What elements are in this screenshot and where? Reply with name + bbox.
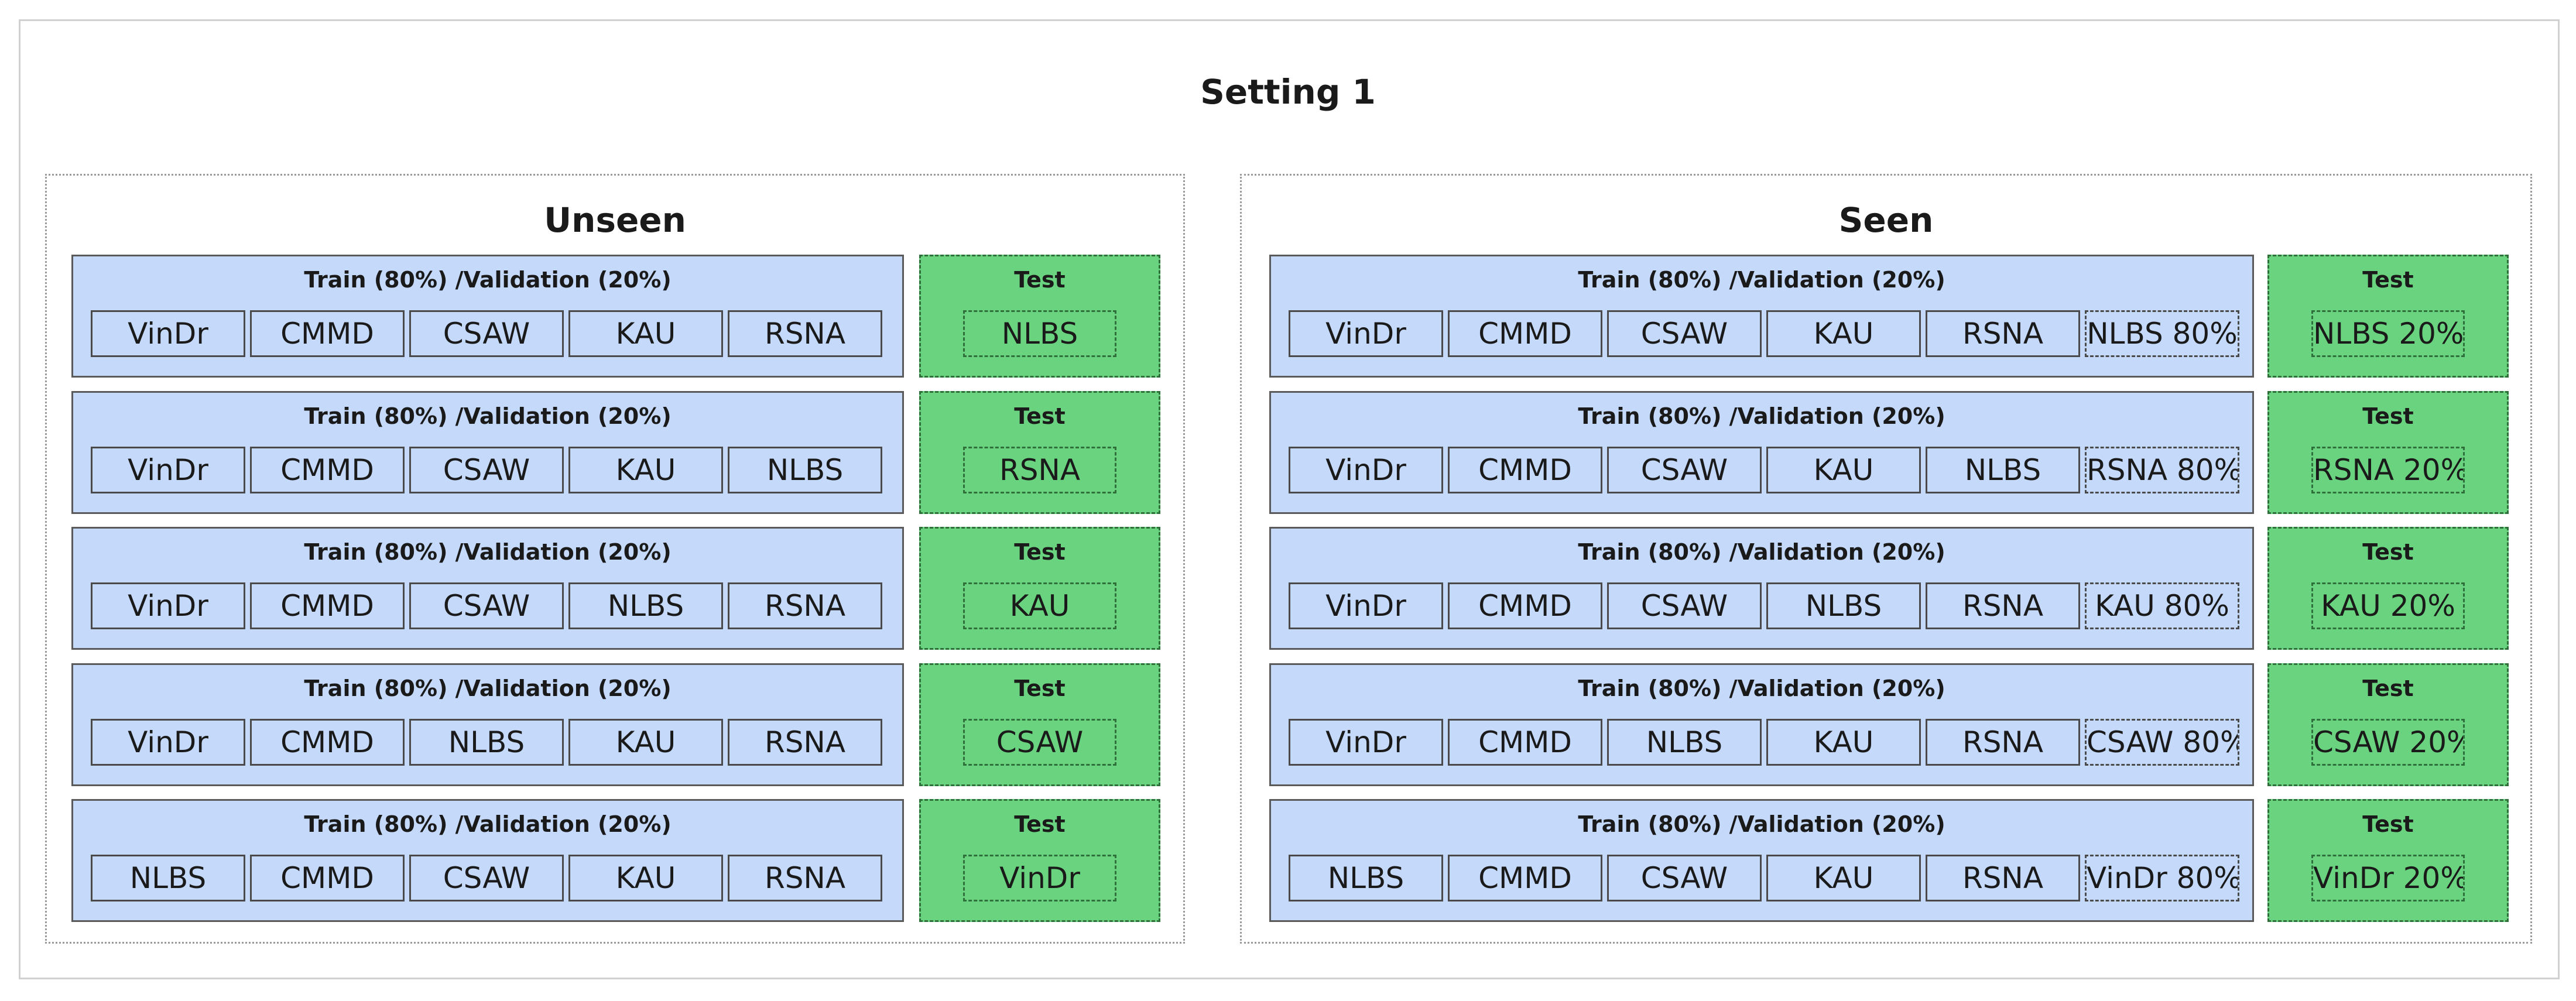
dataset-cell: CSAW — [409, 855, 564, 901]
dataset-cell: VinDr — [91, 447, 245, 493]
dataset-cell: RSNA — [728, 855, 882, 901]
diagram-title: Setting 1 — [1200, 72, 1376, 112]
test-label: Test — [1014, 676, 1066, 701]
test-label: Test — [1014, 811, 1066, 837]
test-label: Test — [1014, 267, 1066, 293]
train-validation-label: Train (80%) /Validation (20%) — [304, 267, 672, 293]
dataset-cell: KAU — [568, 310, 723, 357]
dataset-cell: CMMD — [1448, 447, 1602, 493]
dataset-cell: RSNA — [728, 719, 882, 766]
dataset-cell: KAU — [568, 447, 723, 493]
train-validation-label: Train (80%) /Validation (20%) — [304, 676, 672, 701]
dataset-cell: RSNA — [728, 582, 882, 629]
train-validation-label: Train (80%) /Validation (20%) — [1578, 811, 1945, 837]
test-dataset-cell: KAU — [963, 582, 1116, 629]
dataset-cell: CSAW — [409, 447, 564, 493]
dataset-cell: NLBS — [1926, 447, 2080, 493]
train-validation-label: Train (80%) /Validation (20%) — [304, 403, 672, 429]
test-dataset-cell: RSNA 20% — [2311, 447, 2465, 493]
dataset-cell: CSAW — [1607, 855, 1762, 901]
dataset-cell: VinDr — [1289, 447, 1443, 493]
test-label: Test — [2362, 539, 2414, 565]
dataset-cell: RSNA — [1926, 582, 2080, 629]
dataset-cell: VinDr — [91, 310, 245, 357]
dataset-cell: KAU — [1766, 719, 1921, 766]
dataset-cell: NLBS — [91, 855, 245, 901]
test-label: Test — [2362, 403, 2414, 429]
held-out-dataset-cell: RSNA 80% — [2085, 447, 2239, 493]
dataset-cell: VinDr — [1289, 310, 1443, 357]
dataset-cell: VinDr — [1289, 719, 1443, 766]
dataset-cell: KAU — [1766, 855, 1921, 901]
panel-title-seen: Seen — [1838, 200, 1934, 240]
test-dataset-cell: KAU 20% — [2311, 582, 2465, 629]
dataset-cell: RSNA — [1926, 310, 2080, 357]
held-out-dataset-cell: CSAW 80% — [2085, 719, 2239, 766]
test-dataset-cell: CSAW — [963, 719, 1116, 766]
test-dataset-cell: NLBS 20% — [2311, 310, 2465, 357]
dataset-cell: NLBS — [1607, 719, 1762, 766]
dataset-cell: NLBS — [1289, 855, 1443, 901]
dataset-cell: CMMD — [250, 447, 405, 493]
test-dataset-cell: RSNA — [963, 447, 1116, 493]
train-validation-label: Train (80%) /Validation (20%) — [304, 811, 672, 837]
dataset-cell: NLBS — [568, 582, 723, 629]
dataset-cell: RSNA — [1926, 855, 2080, 901]
dataset-cell: CMMD — [1448, 310, 1602, 357]
held-out-dataset-cell: NLBS 80% — [2085, 310, 2239, 357]
test-dataset-cell: CSAW 20% — [2311, 719, 2465, 766]
dataset-cell: CSAW — [409, 310, 564, 357]
dataset-cell: RSNA — [1926, 719, 2080, 766]
test-label: Test — [1014, 403, 1066, 429]
dataset-cell: KAU — [568, 719, 723, 766]
test-label: Test — [2362, 811, 2414, 837]
train-validation-label: Train (80%) /Validation (20%) — [1578, 676, 1945, 701]
test-dataset-cell: VinDr — [963, 855, 1116, 901]
test-label: Test — [2362, 676, 2414, 701]
train-validation-label: Train (80%) /Validation (20%) — [1578, 539, 1945, 565]
dataset-cell: NLBS — [409, 719, 564, 766]
held-out-dataset-cell: VinDr 80% — [2085, 855, 2239, 901]
dataset-cell: CMMD — [250, 582, 405, 629]
dataset-cell: CSAW — [1607, 310, 1762, 357]
dataset-cell: CMMD — [250, 855, 405, 901]
train-validation-label: Train (80%) /Validation (20%) — [1578, 403, 1945, 429]
train-validation-label: Train (80%) /Validation (20%) — [1578, 267, 1945, 293]
dataset-cell: VinDr — [91, 719, 245, 766]
dataset-cell: CMMD — [250, 310, 405, 357]
dataset-cell: VinDr — [91, 582, 245, 629]
dataset-cell: KAU — [1766, 447, 1921, 493]
test-label: Test — [2362, 267, 2414, 293]
dataset-cell: KAU — [568, 855, 723, 901]
held-out-dataset-cell: KAU 80% — [2085, 582, 2239, 629]
dataset-cell: NLBS — [728, 447, 882, 493]
dataset-cell: RSNA — [728, 310, 882, 357]
dataset-cell: CMMD — [250, 719, 405, 766]
dataset-cell: KAU — [1766, 310, 1921, 357]
dataset-cell: CSAW — [409, 582, 564, 629]
test-dataset-cell: VinDr 20% — [2311, 855, 2465, 901]
test-dataset-cell: NLBS — [963, 310, 1116, 357]
panel-title-unseen: Unseen — [544, 200, 686, 240]
dataset-cell: CSAW — [1607, 447, 1762, 493]
dataset-cell: CMMD — [1448, 582, 1602, 629]
dataset-cell: VinDr — [1289, 582, 1443, 629]
train-validation-label: Train (80%) /Validation (20%) — [304, 539, 672, 565]
dataset-cell: CMMD — [1448, 719, 1602, 766]
dataset-cell: NLBS — [1766, 582, 1921, 629]
dataset-cell: CMMD — [1448, 855, 1602, 901]
test-label: Test — [1014, 539, 1066, 565]
dataset-cell: CSAW — [1607, 582, 1762, 629]
